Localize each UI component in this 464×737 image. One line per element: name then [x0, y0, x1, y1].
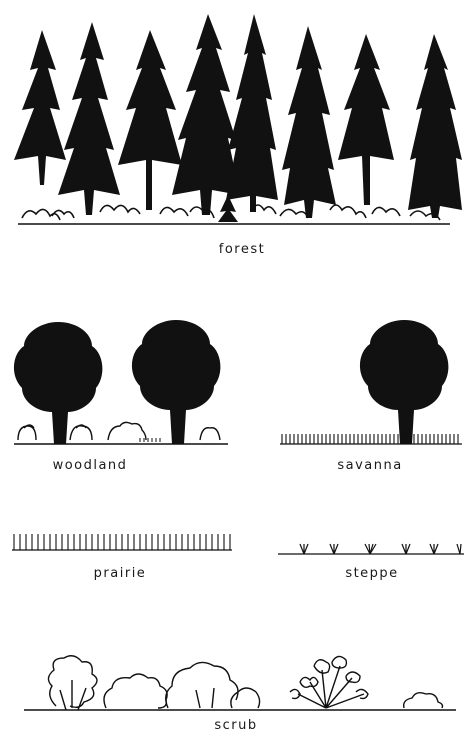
woodland-label: woodland: [40, 458, 140, 473]
conifer-tree: [58, 22, 120, 215]
forest-label: forest: [212, 242, 272, 257]
shrub: [404, 693, 443, 708]
conifer-tree: [408, 34, 462, 218]
scrub-illustration: [0, 636, 464, 716]
conifer-tree: [14, 30, 66, 185]
steppe-illustration: [276, 534, 464, 558]
shrub: [166, 662, 238, 708]
deciduous-tree: [360, 320, 448, 444]
steppe-label: steppe: [322, 566, 422, 581]
prairie-label: prairie: [70, 566, 170, 581]
shrub: [231, 688, 260, 708]
conifer-tree: [118, 30, 182, 210]
prairie-illustration: [10, 530, 240, 554]
small-conifer: [218, 195, 238, 222]
conifer-tree: [338, 34, 394, 205]
woodland-illustration: [0, 316, 240, 446]
shrub: [104, 674, 167, 708]
conifer-tree: [282, 26, 336, 218]
shrub: [48, 656, 97, 710]
forest-illustration: [0, 0, 464, 240]
scrub-label: scrub: [206, 718, 266, 733]
shrub: [290, 656, 368, 708]
savanna-label: savanna: [320, 458, 420, 473]
savanna-illustration: [274, 316, 464, 446]
woodland-shrubs: [14, 422, 228, 444]
deciduous-tree: [132, 320, 220, 444]
conifer-tree: [226, 14, 278, 212]
